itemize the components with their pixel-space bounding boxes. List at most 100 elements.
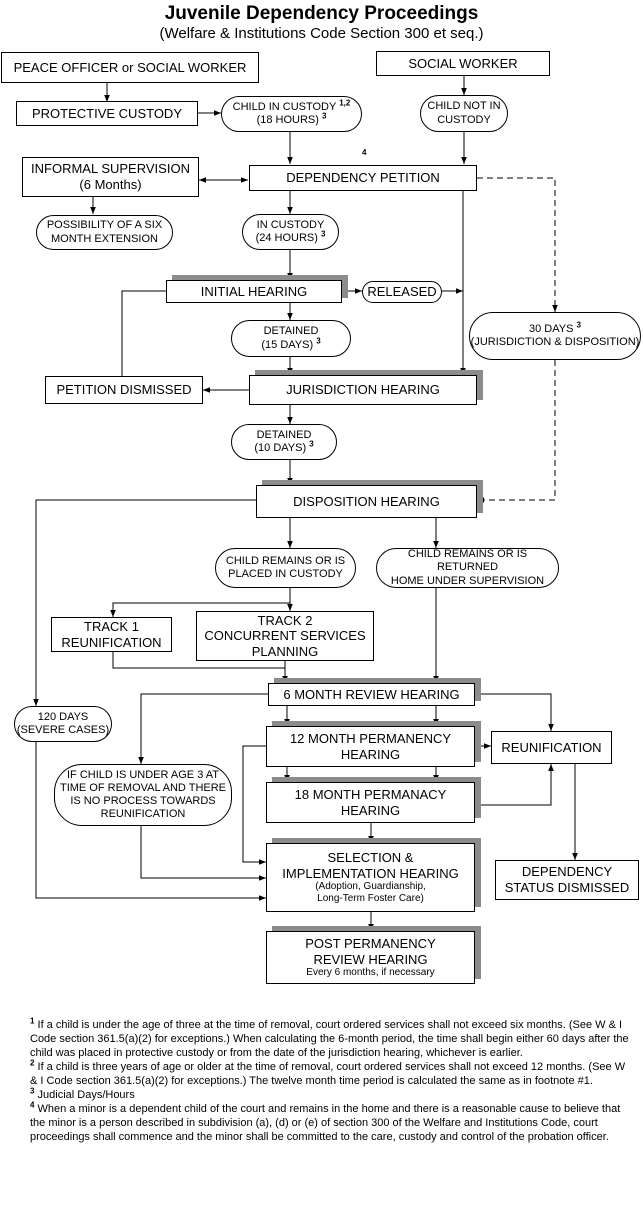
node-label: DEPENDENCY [521,864,613,880]
node-protective-custody: PROTECTIVE CUSTODY [16,101,198,126]
node-label: POST PERMANENCY [305,935,436,951]
node-thirty-days: 30 DAYS 3 (JURISDICTION & DISPOSITION) [469,312,641,360]
node-label: (6 Months) [79,177,142,192]
node-twelve-month: 12 MONTH PERMANENCY HEARING [266,726,475,767]
node-remains-home: CHILD REMAINS OR IS RETURNED HOME UNDER … [376,548,559,588]
node-peace-officer: PEACE OFFICER or SOCIAL WORKER [1,52,259,83]
node-label: REUNIFICATION [61,634,162,650]
page-title: Juvenile Dependency Proceedings [164,3,479,24]
node-initial-hearing: INITIAL HEARING [166,280,342,303]
node-child-not-in-custody: CHILD NOT IN CUSTODY [420,95,508,132]
node-reunification: REUNIFICATION [491,731,612,764]
footnote-number: 4 [30,1100,35,1110]
node-label: PROTECTIVE CUSTODY [31,105,182,121]
node-label: 6 MONTH REVIEW HEARING [283,686,460,702]
footnotes: 1 If a child is under the age of three a… [30,1017,630,1144]
node-label: Long-Term Foster Care) [317,893,424,905]
footnote: 2 If a child is three years of age or ol… [30,1058,630,1088]
node-label: DEPENDENCY PETITION [286,170,440,186]
node-label: (18 HOURS) [256,114,319,126]
node-label: CUSTODY [437,113,491,126]
node-label: (10 DAYS) [254,442,307,454]
node-label: RELEASED [367,284,437,300]
footnote-text: When a minor is a dependent child of the… [30,1103,621,1143]
node-informal-supervision: INFORMAL SUPERVISION (6 Months) [22,157,199,197]
node-label: 12 MONTH PERMANENCY [289,730,452,746]
node-label: INITIAL HEARING [200,283,308,299]
node-eighteen-month: 18 MONTH PERMANACY HEARING [266,782,475,823]
node-label-row: 30 DAYS 3 [529,320,581,336]
node-released: RELEASED [362,281,442,303]
node-label: (24 HOURS) [255,232,318,244]
node-label: PETITION DISMISSED [56,382,192,398]
node-label: IF CHILD IS UNDER AGE 3 AT [67,768,219,781]
node-label: PLANNING [251,643,319,659]
node-label: PEACE OFFICER or SOCIAL WORKER [13,59,247,75]
node-label: INFORMAL SUPERVISION [31,161,190,177]
node-label-row: (15 DAYS) 3 [261,335,321,352]
footnote: 3 Judicial Days/Hours [30,1086,630,1102]
node-dependency-dismissed: DEPENDENCY STATUS DISMISSED [495,860,639,900]
node-label: JURISDICTION HEARING [286,382,440,398]
node-label: POSSIBILITY OF A SIX [46,219,163,232]
node-detained-10: DETAINED (10 DAYS) 3 [231,424,337,460]
footnote-ref: 3 [321,111,327,121]
node-detained-15: DETAINED (15 DAYS) 3 [231,320,351,357]
footnote-ref: 3 [309,439,314,449]
node-disposition-hearing: DISPOSITION HEARING [256,485,477,518]
node-label-row: (10 DAYS) 3 [254,439,314,455]
node-post-permanency: POST PERMANENCY REVIEW HEARING Every 6 m… [266,931,475,984]
footnote-ref: 1,2 [339,98,351,108]
node-label: DETAINED [256,428,312,441]
node-in-custody: IN CUSTODY (24 HOURS) 3 [242,214,339,250]
node-label: CHILD IN CUSTODY [232,100,337,113]
node-track2: TRACK 2 CONCURRENT SERVICES PLANNING [196,611,374,661]
node-label: DETAINED [263,325,319,338]
node-track1: TRACK 1 REUNIFICATION [51,617,172,652]
node-label: SELECTION & [327,849,414,865]
node-social-worker: SOCIAL WORKER [376,51,550,76]
node-label: HEARING [340,802,401,818]
node-label: PLACED IN CUSTODY [228,568,343,580]
node-label: IN CUSTODY [256,218,325,231]
node-label: 30 DAYS [529,322,574,335]
node-label: TIME OF REMOVAL AND THERE [59,781,227,794]
node-selection-implementation: SELECTION & IMPLEMENTATION HEARING (Adop… [266,843,475,912]
node-under-3: IF CHILD IS UNDER AGE 3 AT TIME OF REMOV… [54,764,232,826]
node-jurisdiction-hearing: JURISDICTION HEARING [249,375,477,405]
node-label-row: (18 HOURS) 3 [256,111,327,127]
node-label: SOCIAL WORKER [408,55,518,71]
node-label: TRACK 2 [257,612,313,628]
footnote-number: 2 [30,1058,35,1068]
node-label: 120 DAYS [37,710,89,723]
node-remains-custody: CHILD REMAINS OR IS PLACED IN CUSTODY [215,548,356,588]
node-petition-dismissed: PETITION DISMISSED [45,376,203,404]
footnote-number: 3 [30,1086,35,1096]
footnote-ref: 3 [576,320,581,330]
node-child-in-custody: CHILD IN CUSTODY 1,2 (18 HOURS) 3 [221,96,362,132]
node-120-days: 120 DAYS (SEVERE CASES) [14,706,112,742]
node-label: (15 DAYS) [261,338,314,351]
node-label: CONCURRENT SERVICES [204,628,366,644]
footnote-ref: 3 [320,229,326,239]
node-label: HOME UNDER SUPERVISION [390,574,545,587]
node-label: Every 6 months, if necessary [306,967,435,979]
node-label: REUNIFICATION [100,808,186,821]
node-label: MONTH EXTENSION [51,232,158,245]
node-label-row: (24 HOURS) 3 [255,229,326,245]
node-dependency-petition: DEPENDENCY PETITION [249,165,477,191]
node-label: IMPLEMENTATION HEARING [282,865,459,881]
page-subtitle: (Welfare & Institutions Code Section 300… [159,25,484,42]
footnote: 4 When a minor is a dependent child of t… [30,1100,630,1144]
node-label: REVIEW HEARING [313,951,428,967]
node-label: CHILD REMAINS OR IS [225,554,346,567]
footnote-ref: 3 [316,335,321,345]
footnote-text: If a child is three years of age or olde… [30,1061,626,1087]
node-label: (SEVERE CASES) [16,724,110,736]
node-label: TRACK 1 [84,618,139,634]
node-label: HEARING [340,746,401,762]
footnote-marker: 4 [362,148,367,157]
node-six-month-review: 6 MONTH REVIEW HEARING [268,683,475,706]
node-label: DISPOSITION HEARING [293,493,440,509]
